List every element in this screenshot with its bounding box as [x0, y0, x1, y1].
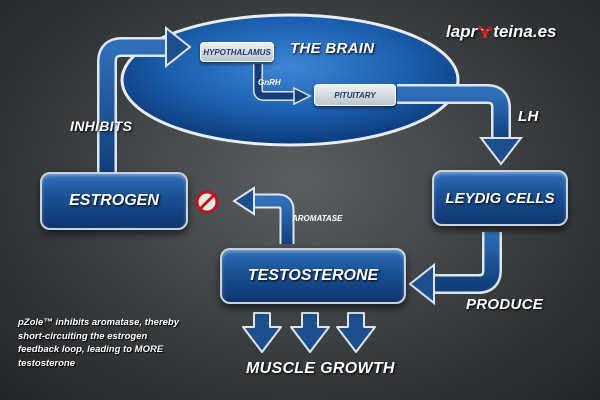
growth-arrow-1 [242, 312, 282, 353]
lh-arrow [397, 84, 524, 166]
lh-label: LH [518, 108, 539, 125]
footnote-text: pZole™ inhibits aromatase, thereby short… [18, 317, 180, 369]
hypothalamus-chip: HYPOTHALAMUS [200, 42, 274, 62]
gnrh-label: GnRH [258, 78, 281, 87]
prohibition-icon [195, 190, 219, 214]
produce-arrow [408, 232, 502, 306]
brain-title: THE BRAIN [290, 40, 375, 57]
aromatase-label: AROMATASE [292, 214, 343, 223]
molecule-icon [478, 26, 493, 39]
muscle-growth-label: MUSCLE GROWTH [246, 360, 395, 377]
growth-arrow-2 [290, 312, 330, 353]
produce-label: PRODUCE [466, 296, 544, 313]
site-logo: lapr teina.es [446, 22, 557, 42]
leydig-cells-box: LEYDIG CELLS [432, 170, 568, 226]
growth-arrow-3 [336, 312, 376, 353]
logo-suffix: teina.es [493, 22, 557, 41]
estrogen-box: ESTROGEN [40, 172, 188, 230]
aromatase-arrow [232, 186, 295, 244]
logo-prefix: lapr [446, 22, 478, 41]
pituitary-chip: PITUITARY [314, 84, 396, 106]
gnrh-arrow [253, 64, 312, 106]
inhibits-label: INHIBITS [70, 118, 133, 134]
inhibits-arrow [97, 25, 192, 172]
testosterone-box: TESTOSTERONE [220, 248, 406, 304]
